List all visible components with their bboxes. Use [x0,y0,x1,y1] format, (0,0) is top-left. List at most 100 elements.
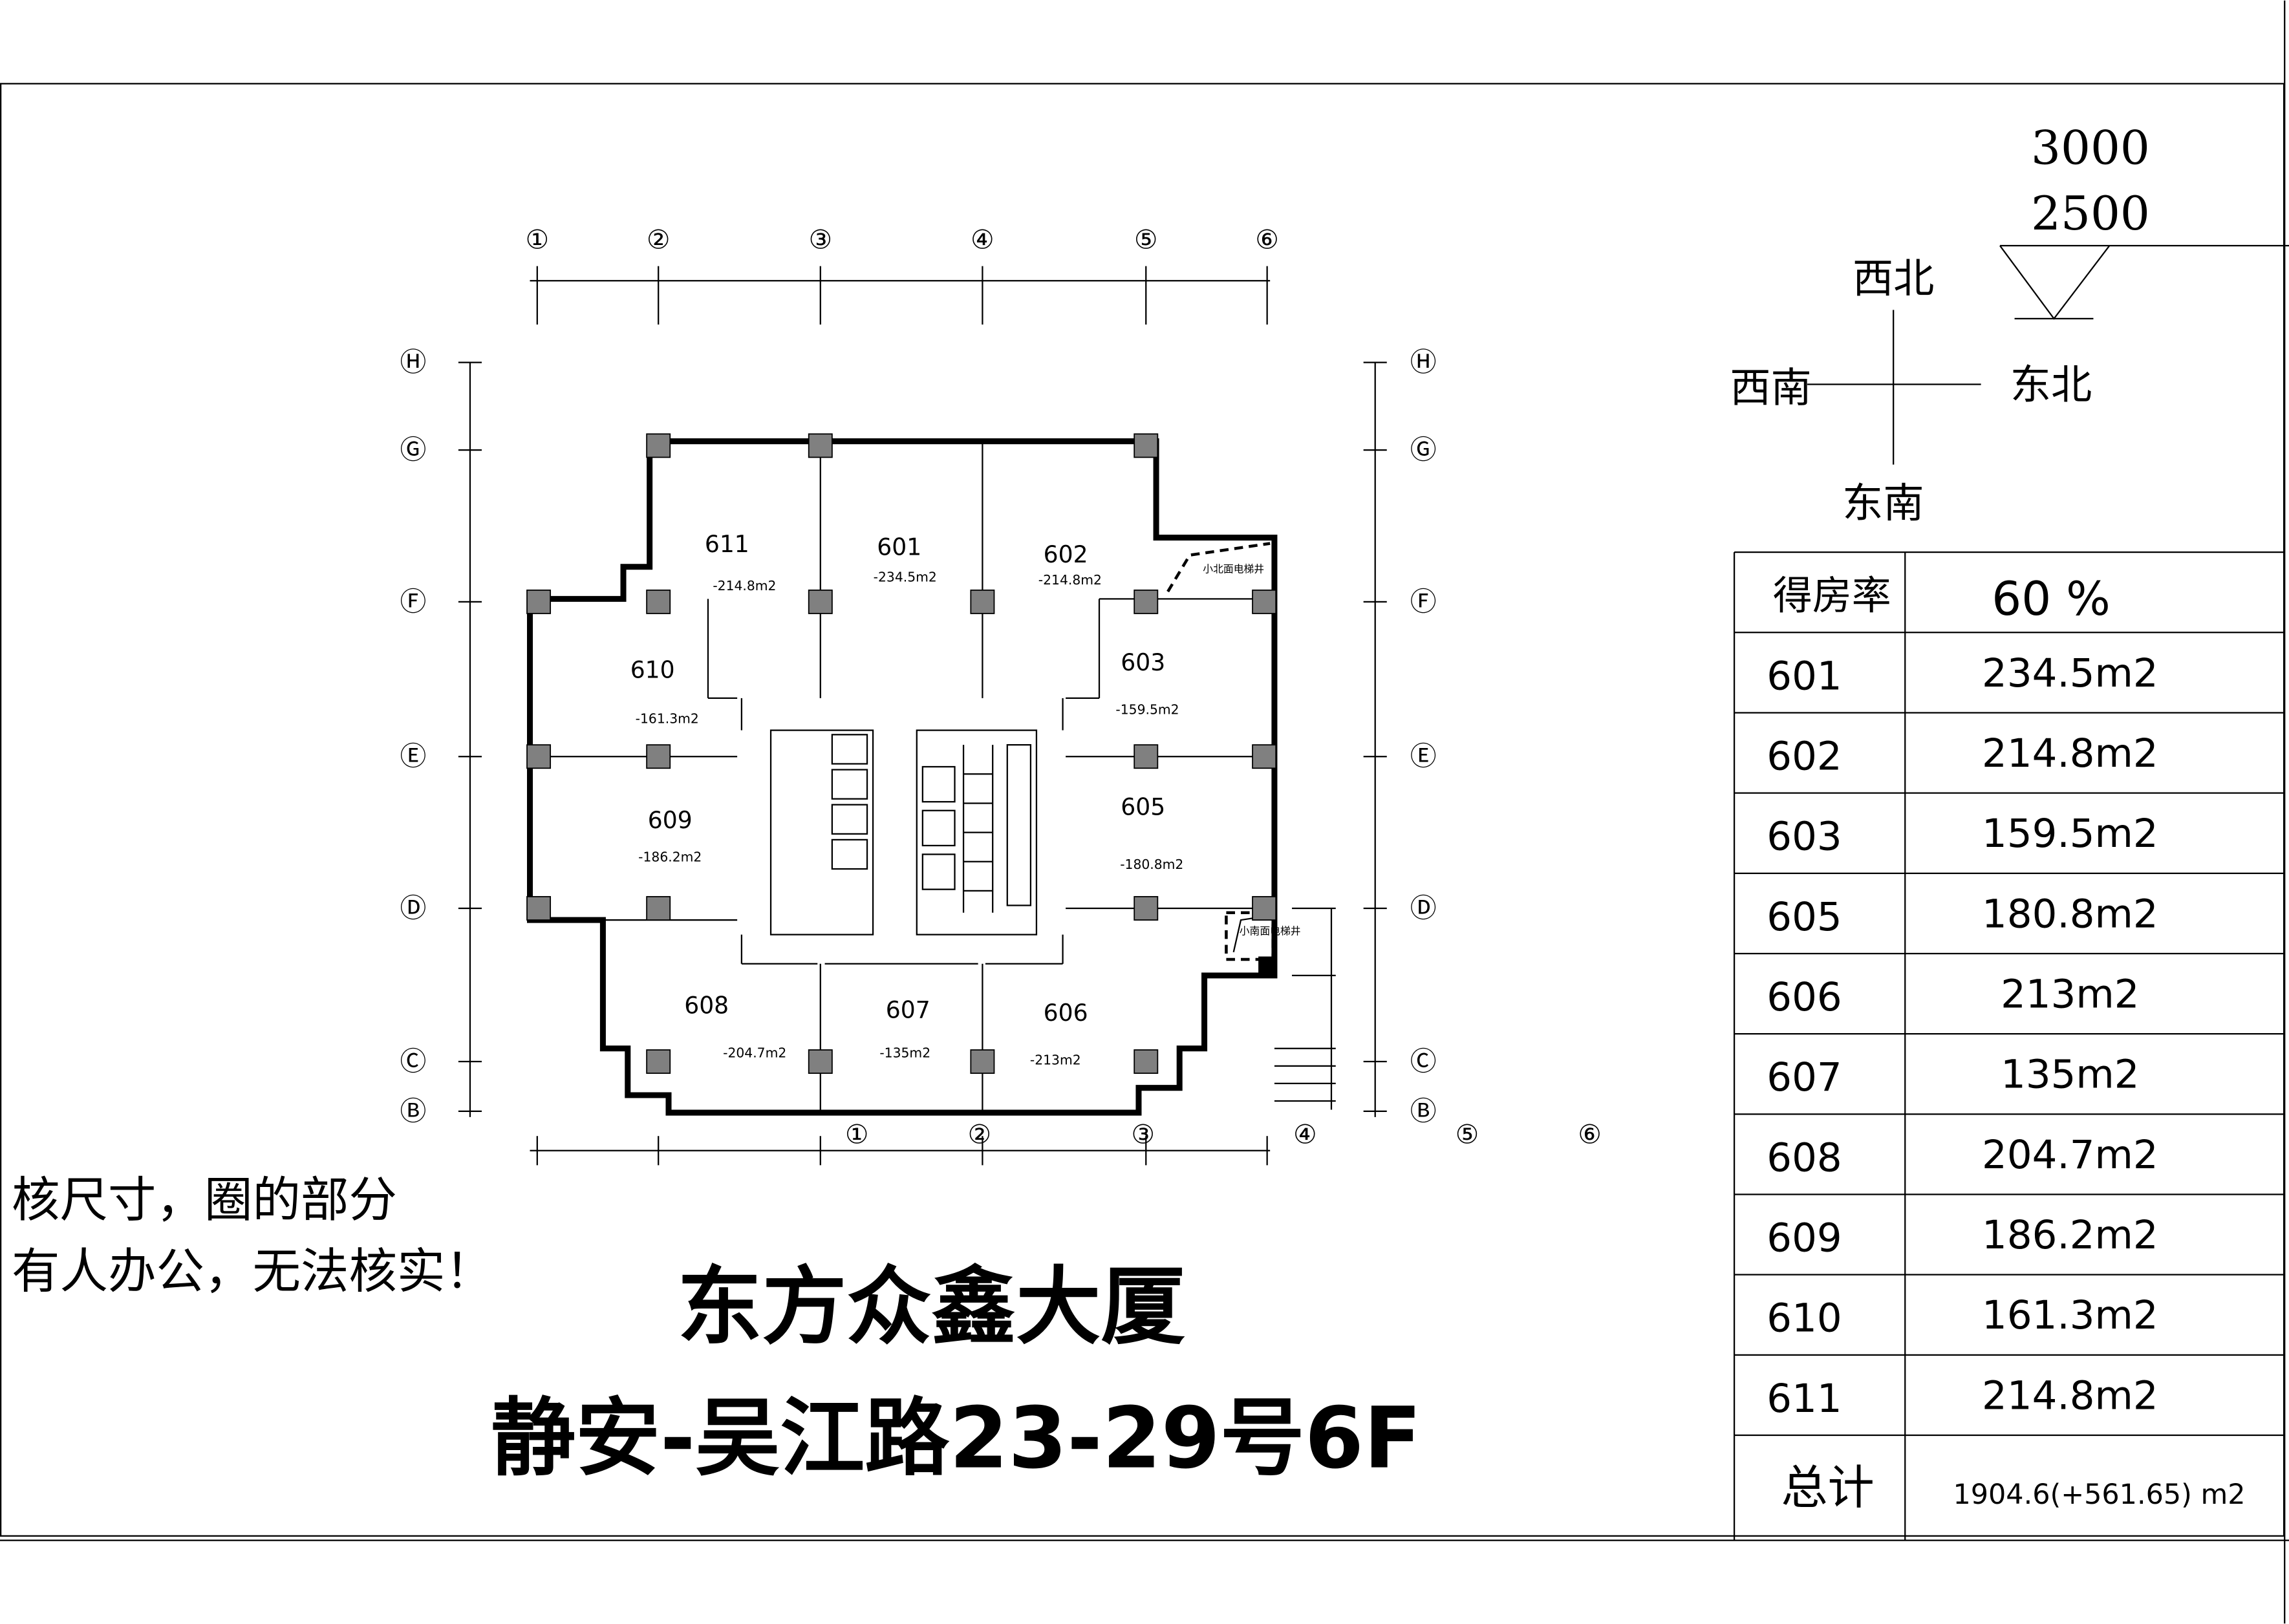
table-unit: 608 [1767,1135,1842,1181]
top-axis-label: ⑤ [1134,224,1157,255]
room-number: 603 [1121,648,1165,676]
compass-north: 西北 [1853,254,1934,302]
table-area: 214.8m2 [1982,731,2158,776]
compass-west: 西南 [1730,364,1811,412]
structural-column [1134,1049,1159,1074]
table-area: 186.2m2 [1982,1212,2158,1258]
structural-column [1252,896,1277,921]
structural-column [526,896,552,921]
table-unit: 607 [1767,1054,1842,1100]
top-axis-label: ③ [809,224,832,255]
room-area: -204.7m2 [723,1045,786,1060]
left-axis-label: Ⓒ [400,1046,427,1077]
structural-column [970,1049,995,1074]
top-axis-label: ① [526,224,549,255]
table-area: 213m2 [2001,972,2139,1018]
structural-column [1134,589,1159,614]
table-area: 214.8m2 [1982,1373,2158,1418]
room-number: 605 [1121,793,1165,821]
left-axis-label: Ⓔ [400,741,427,772]
table-unit: 610 [1767,1296,1842,1341]
bottom-axis-label: ④ [1293,1118,1316,1149]
room-area: -180.8m2 [1120,857,1183,872]
structural-column [1134,433,1159,458]
ratio-label: 得房率 [1773,573,1891,619]
bottom-axis-label: ① [845,1118,868,1149]
bottom-axis-label: ⑤ [1456,1118,1479,1149]
room-number: 606 [1044,999,1088,1027]
left-axis-label: Ⓗ [400,347,427,378]
top-axis-label: ⑥ [1255,224,1278,255]
total-label: 总计 [1781,1461,1874,1515]
room-area: -214.8m2 [1038,572,1102,588]
structural-column [646,589,671,614]
room-number: 609 [648,806,693,834]
room-number: 601 [877,533,921,561]
room-area: -159.5m2 [1115,702,1179,718]
right-axis-label: Ⓗ [1410,347,1437,378]
structural-column [970,589,995,614]
right-axis-label: Ⓒ [1410,1046,1437,1077]
table-area: 180.8m2 [1982,891,2158,937]
left-axis-label: Ⓕ [400,586,427,617]
room-area: -135m2 [879,1045,930,1060]
room-number: 607 [886,996,930,1023]
table-unit: 605 [1767,894,1842,940]
table-unit: 611 [1767,1376,1842,1422]
scale-bottom: 2500 [2031,187,2150,241]
room-labels: 611-214.8m2601-234.5m2602-214.8m2610-161… [630,530,1184,1067]
right-axis-label: Ⓑ [1410,1095,1437,1126]
table-unit: 602 [1767,734,1842,780]
table-unit: 601 [1767,653,1842,699]
scale-top: 3000 [2031,122,2150,176]
table-unit: 609 [1767,1215,1842,1261]
structural-column [1252,744,1277,769]
note-line-2: 有人办公，无法核实！ [12,1243,493,1299]
left-axis-label: Ⓖ [400,434,427,465]
bottom-axis-label: ③ [1132,1118,1155,1149]
address-title: 静安-吴江路23-29号6F [491,1389,1421,1488]
room-number: 602 [1044,540,1088,568]
core [769,729,1038,935]
room-area: -234.5m2 [874,569,937,584]
room-area: -213m2 [1030,1052,1081,1068]
compass-east: 东北 [2010,361,2092,409]
compass-south: 东南 [1842,479,1924,527]
table-area: 159.5m2 [1982,811,2158,857]
structural-column [646,433,671,458]
room-number: 608 [684,992,729,1020]
left-axis-label: Ⓓ [400,893,427,924]
table-area: 161.3m2 [1982,1292,2158,1338]
structural-column [1134,744,1159,769]
building-title: 东方众鑫大厦 [678,1257,1186,1356]
table-area: 234.5m2 [1982,650,2158,696]
right-axis-label: Ⓕ [1410,586,1437,617]
table-unit: 603 [1767,814,1842,860]
structural-column [808,1049,833,1074]
room-number: 611 [705,530,749,558]
room-number: 610 [630,656,675,683]
bottom-axis-label: ⑥ [1578,1118,1601,1149]
south-shaft-label: 小南面电梯井 [1240,925,1301,937]
structural-column [526,744,552,769]
table-area: 135m2 [2001,1052,2139,1098]
total-value: 1904.6(+561.65) m2 [1953,1479,2245,1511]
right-axis-label: Ⓖ [1410,434,1437,465]
top-axis-label: ④ [971,224,994,255]
bottom-axis-label: ② [968,1118,991,1149]
structural-column [1252,589,1277,614]
north-shaft-label: 小北面电梯井 [1203,563,1264,575]
table-area: 204.7m2 [1982,1132,2158,1178]
structural-column [808,433,833,458]
structural-column [1134,896,1159,921]
note-line-1: 核尺寸，圈的部分 [12,1171,397,1228]
scale-marker: 3000 2500 [1999,122,2289,320]
top-axis-label: ② [647,224,670,255]
structural-column [646,1049,671,1074]
compass: 西北 西南 东北 东南 [1730,254,2092,527]
building-plan: 小北面电梯井 小南面电梯井 [526,433,1336,1116]
